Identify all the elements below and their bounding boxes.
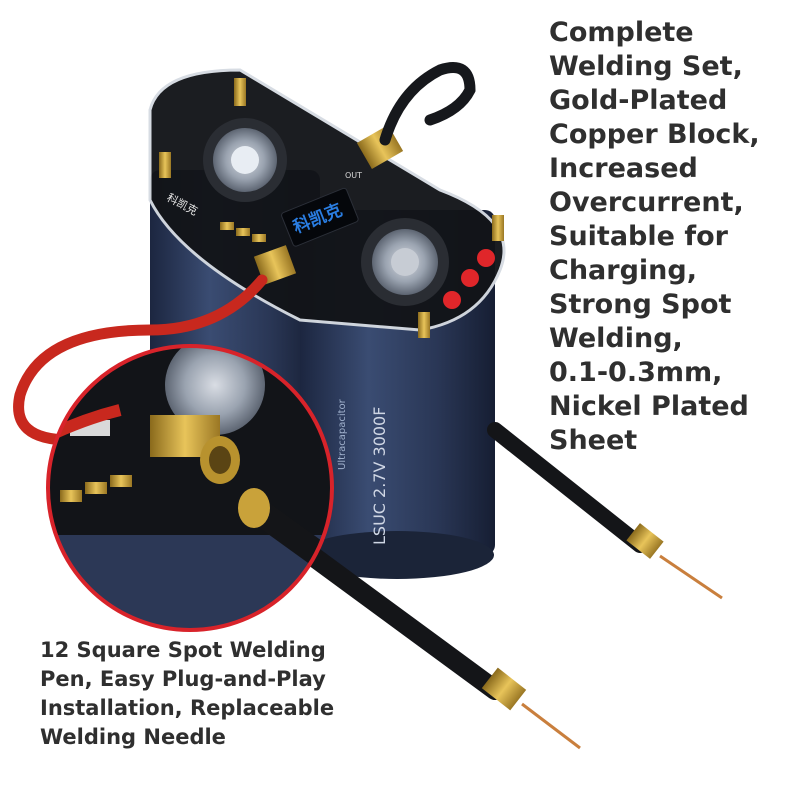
zoom-inset <box>46 344 334 632</box>
red-buttons <box>443 249 495 309</box>
capacitor-side-text: Ultracapacitor <box>337 398 348 470</box>
capacitor-label: LSUC 2.7V 3000F <box>370 407 389 545</box>
black-cable-top <box>379 62 476 146</box>
gold-connector-bottom <box>253 245 297 285</box>
pcb-board: 科凯克 科凯克 OUT <box>148 68 506 338</box>
feature-caption-right: Complete Welding Set, Gold-Plated Copper… <box>549 17 760 456</box>
feature-caption-bottom: 12 Square Spot Welding Pen, Easy Plug-an… <box>40 638 335 749</box>
red-cable <box>13 274 268 446</box>
welding-pen-right <box>487 422 723 600</box>
out-label: OUT <box>345 171 362 180</box>
